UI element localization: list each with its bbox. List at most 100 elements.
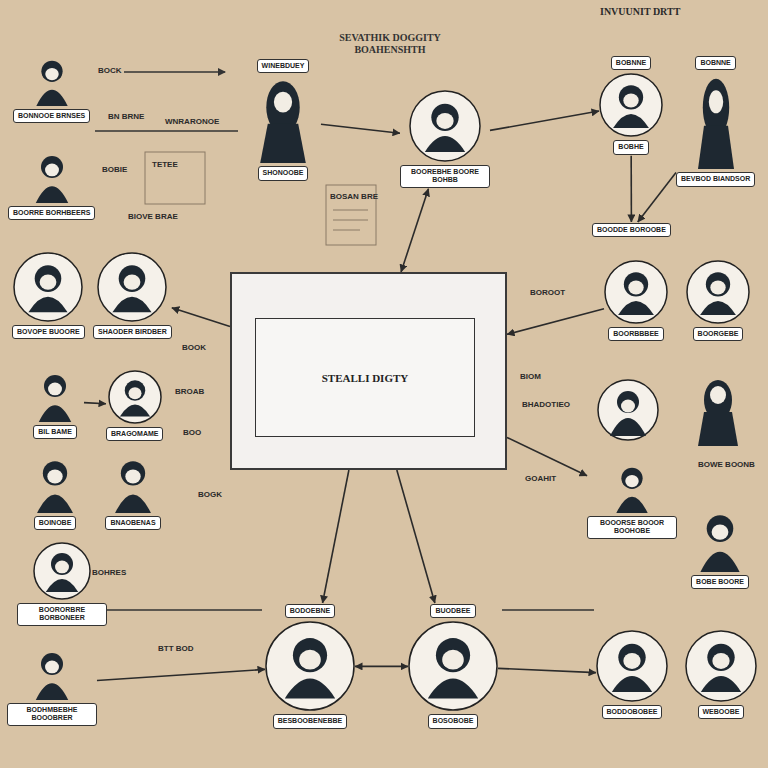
note-label: BN BRNE bbox=[108, 112, 144, 121]
central-box: STEALLI DIGTY bbox=[230, 272, 507, 470]
note-label: BOOK bbox=[182, 343, 206, 352]
name-label: WINEBDUEY bbox=[257, 59, 310, 73]
name-label: BOSOBOBE bbox=[428, 714, 479, 728]
person-node: BOORGEBE bbox=[686, 258, 750, 342]
name-label: BIL BAME bbox=[33, 425, 77, 439]
person-node: BOBNNEBOBHE bbox=[599, 55, 663, 156]
person-node: WINEBDUEY SHONOOBE bbox=[245, 58, 321, 182]
person-figure bbox=[604, 457, 660, 513]
note-label: BOHRES bbox=[92, 568, 126, 577]
name-label: SHAODER BIRDBER bbox=[93, 325, 172, 339]
person-figure bbox=[598, 380, 658, 440]
connector-arrow bbox=[84, 403, 106, 404]
sheet-line bbox=[333, 210, 368, 211]
person-figure bbox=[108, 370, 162, 424]
name-label: SHONOOBE bbox=[258, 166, 309, 180]
person-figure bbox=[409, 90, 481, 162]
person-node: BIL BAME bbox=[26, 362, 84, 440]
note-sheet bbox=[145, 152, 205, 204]
connector-arrow bbox=[401, 189, 428, 272]
name-label: BUODBEE bbox=[430, 604, 475, 618]
name-label: BRAGOMAME bbox=[106, 427, 163, 441]
person-node: BOVOPE BUOORE bbox=[12, 250, 85, 340]
leader-line bbox=[106, 609, 262, 611]
name-label: BOBHE bbox=[613, 140, 648, 154]
note-label: BIOVE BRAE bbox=[128, 212, 178, 221]
name-label: BODHMBEBHE BOOOBRER bbox=[7, 703, 97, 726]
name-label: BOINOBE bbox=[34, 516, 77, 530]
person-node: BRAGOMAME bbox=[106, 368, 163, 442]
leader-line bbox=[502, 609, 594, 611]
person-node: BONNOOE BRNSES bbox=[13, 48, 90, 124]
person-node: BODOEBNE BESBOOBENEBBE bbox=[265, 603, 355, 730]
note-label: TETEE bbox=[152, 160, 178, 169]
connector-arrow bbox=[172, 308, 230, 327]
person-node: SHAODER BIRDBER bbox=[93, 250, 172, 340]
person-figure bbox=[408, 621, 498, 711]
connector-arrow bbox=[490, 111, 599, 130]
person-figure bbox=[33, 542, 91, 600]
note-label: BOROOT bbox=[530, 288, 565, 297]
connector-arrow bbox=[323, 470, 349, 603]
person-node: BOODDE BOROOBE bbox=[592, 222, 671, 238]
person-figure bbox=[265, 621, 355, 711]
person-figure bbox=[245, 76, 321, 163]
person-node: BUODBEE BOSOBOBE bbox=[408, 603, 498, 730]
connector-arrow bbox=[630, 156, 632, 222]
person-figure bbox=[596, 630, 668, 702]
note-label: BOWE BOONB bbox=[698, 460, 755, 469]
note-label: GOAHIT bbox=[525, 474, 556, 483]
connector-arrow bbox=[97, 669, 265, 680]
person-node: BOORRE BORHBEERS bbox=[8, 143, 95, 221]
person-node: BOOORSE BOOOR BOOHOBE bbox=[587, 455, 677, 540]
name-label: BOORBBBEE bbox=[608, 327, 664, 341]
person-figure bbox=[599, 73, 663, 137]
person-node: BODDOBOBEE bbox=[596, 628, 668, 720]
person-figure bbox=[101, 449, 165, 513]
name-label: BOORORBRE BORBONEER bbox=[17, 603, 107, 626]
note-label: WNRARONOE bbox=[165, 117, 219, 126]
central-title: STEALLI DIGTY bbox=[255, 318, 475, 437]
person-figure bbox=[26, 364, 84, 422]
person-node: BOORBBBEE bbox=[604, 258, 668, 342]
name-label: BODOEBNE bbox=[285, 604, 335, 618]
person-figure bbox=[686, 260, 750, 324]
name-label: BONNOOE BRNSES bbox=[13, 109, 90, 123]
name-label: BOODDE BOROOBE bbox=[592, 223, 671, 237]
note-label: INVUUNIT DRTT bbox=[600, 6, 680, 17]
person-node: WEBOOBE bbox=[685, 628, 757, 720]
person-figure bbox=[13, 252, 83, 322]
name-label: BEVBOD BIANDSOR bbox=[676, 172, 755, 186]
name-label: BOOREBHE BOORE BOHBB bbox=[400, 165, 490, 188]
person-figure bbox=[97, 252, 167, 322]
name-label: BESBOOBENEBBE bbox=[273, 714, 348, 728]
note-label: BROAB bbox=[175, 387, 204, 396]
person-node: BNAOBENAS bbox=[101, 447, 165, 531]
person-node: BOINOBE bbox=[23, 447, 87, 531]
name-label: BOBNNE bbox=[695, 56, 735, 70]
name-label: BNAOBENAS bbox=[105, 516, 160, 530]
person-figure bbox=[685, 630, 757, 702]
connector-arrow bbox=[507, 437, 587, 475]
person-figure bbox=[685, 502, 755, 572]
person-figure bbox=[23, 642, 81, 700]
connector-arrow bbox=[321, 124, 400, 133]
name-label: BOBE BOORE bbox=[691, 575, 749, 589]
person-figure bbox=[686, 73, 746, 169]
person-node: BODHMBEBHE BOOOBRER bbox=[7, 640, 97, 727]
note-label: BOO bbox=[183, 428, 201, 437]
person-node: BOBE BOORE bbox=[685, 500, 755, 590]
leader-line bbox=[95, 130, 238, 132]
connector-arrow bbox=[397, 470, 435, 603]
person-figure bbox=[698, 380, 738, 446]
note-label: BOCK bbox=[98, 66, 122, 75]
person-node: BOBNNE BEVBOD BIANDSOR bbox=[676, 55, 755, 188]
diagram-title: SEVATHIK DOGGITY BOAHENSHTH bbox=[322, 32, 458, 56]
name-label: BOORGEBE bbox=[693, 327, 744, 341]
name-label: BOVOPE BUOORE bbox=[12, 325, 85, 339]
name-label: BOORRE BORHBEERS bbox=[8, 206, 95, 220]
name-label: BOOORSE BOOOR BOOHOBE bbox=[587, 516, 677, 539]
connector-arrow bbox=[638, 173, 676, 222]
sheet-line bbox=[333, 220, 368, 221]
